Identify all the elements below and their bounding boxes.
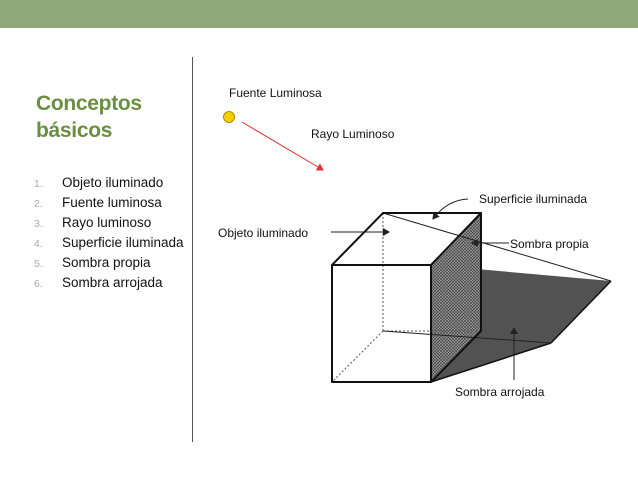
- label-fuente-luminosa: Fuente Luminosa: [229, 86, 322, 100]
- list-item: 3. Rayo luminoso: [34, 215, 202, 231]
- label-sombra-propia: Sombra propia: [510, 237, 589, 251]
- list-item: 4. Superficie iluminada: [34, 235, 202, 251]
- list-number: 1.: [34, 178, 43, 190]
- title-line-1: Conceptos: [36, 92, 142, 115]
- list-item-text: Fuente luminosa: [62, 195, 162, 210]
- label-objeto-iluminado: Objeto iluminado: [218, 226, 309, 240]
- title-line-2: básicos: [36, 119, 113, 142]
- list-item-text: Superficie iluminada: [62, 235, 184, 250]
- list-item: 1. Objeto iluminado: [34, 175, 202, 191]
- cube-side-edge: [430, 213, 482, 383]
- label-rayo-luminoso: Rayo Luminoso: [311, 127, 395, 141]
- cast-shadow-edge: [430, 342, 552, 383]
- list-item-text: Objeto iluminado: [62, 175, 164, 190]
- list-item: 6. Sombra arrojada: [34, 275, 202, 291]
- slide-title: Conceptos básicos: [36, 90, 142, 144]
- light-ray-arrow: [241, 121, 324, 171]
- list-number: 6.: [34, 278, 43, 290]
- vertical-divider: [192, 57, 193, 442]
- list-item-text: Sombra propia: [62, 255, 151, 270]
- list-item: 5. Sombra propia: [34, 255, 202, 271]
- list-item-text: Rayo luminoso: [62, 215, 152, 230]
- cast-shadow-edge: [550, 280, 612, 344]
- label-sombra-arrojada: Sombra arrojada: [455, 385, 545, 399]
- label-pointers: [331, 198, 518, 380]
- list-item-text: Sombra arrojada: [62, 275, 163, 290]
- light-source-icon: [223, 111, 235, 123]
- label-superficie-iluminada: Superficie iluminada: [479, 192, 588, 206]
- list-number: 5.: [34, 258, 43, 270]
- top-accent-bar: [0, 0, 638, 28]
- own-shadow-face: [431, 213, 481, 382]
- list-number: 2.: [34, 198, 43, 210]
- list-number: 3.: [34, 218, 43, 230]
- list-item: 2. Fuente luminosa: [34, 195, 202, 211]
- cube-front-face: [331, 264, 432, 383]
- pointer-arrow: [432, 198, 469, 220]
- list-number: 4.: [34, 238, 43, 250]
- cube: [331, 212, 482, 383]
- concepts-list: 1. Objeto iluminado 2. Fuente luminosa 3. R…: [34, 175, 202, 295]
